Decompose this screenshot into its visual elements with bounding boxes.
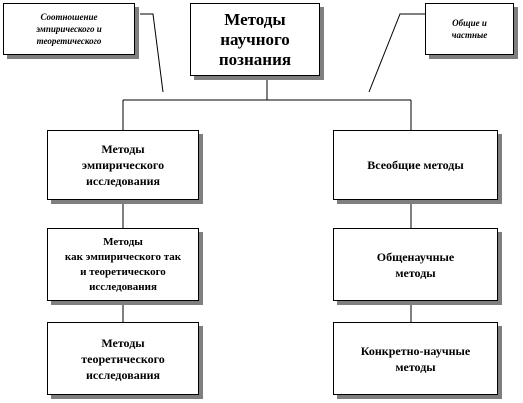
node-theoretical-methods: Методы теоретического исследования bbox=[47, 322, 199, 395]
note-right-box: Общие и частные bbox=[425, 3, 514, 55]
root-node: Методы научного познания bbox=[190, 3, 320, 76]
note-left-box: Соотношение эмпирического и теоретическо… bbox=[3, 3, 135, 55]
node-specific-scientific-methods-label: Конкретно-научные методы bbox=[360, 343, 471, 374]
note-right-text: Общие и частные bbox=[451, 18, 488, 40]
node-mixed-methods: Методы как эмпирического так и теоретиче… bbox=[47, 228, 199, 301]
node-empirical-methods: Методы эмпирического исследования bbox=[47, 130, 199, 200]
node-general-scientific-methods: Общенаучные методы bbox=[333, 228, 498, 301]
node-general-scientific-methods-label: Общенаучные методы bbox=[376, 249, 455, 280]
node-theoretical-methods-label: Методы теоретического исследования bbox=[81, 335, 165, 382]
root-node-title: Методы научного познания bbox=[218, 9, 292, 69]
node-specific-scientific-methods: Конкретно-научные методы bbox=[333, 322, 498, 395]
note-left-text: Соотношение эмпирического и теоретическо… bbox=[36, 12, 102, 46]
node-empirical-methods-label: Методы эмпирического исследования bbox=[81, 142, 165, 188]
node-universal-methods: Всеобщие методы bbox=[333, 130, 498, 200]
node-universal-methods-label: Всеобщие методы bbox=[367, 158, 464, 172]
node-mixed-methods-label: Методы как эмпирического так и теоретиче… bbox=[64, 235, 182, 293]
